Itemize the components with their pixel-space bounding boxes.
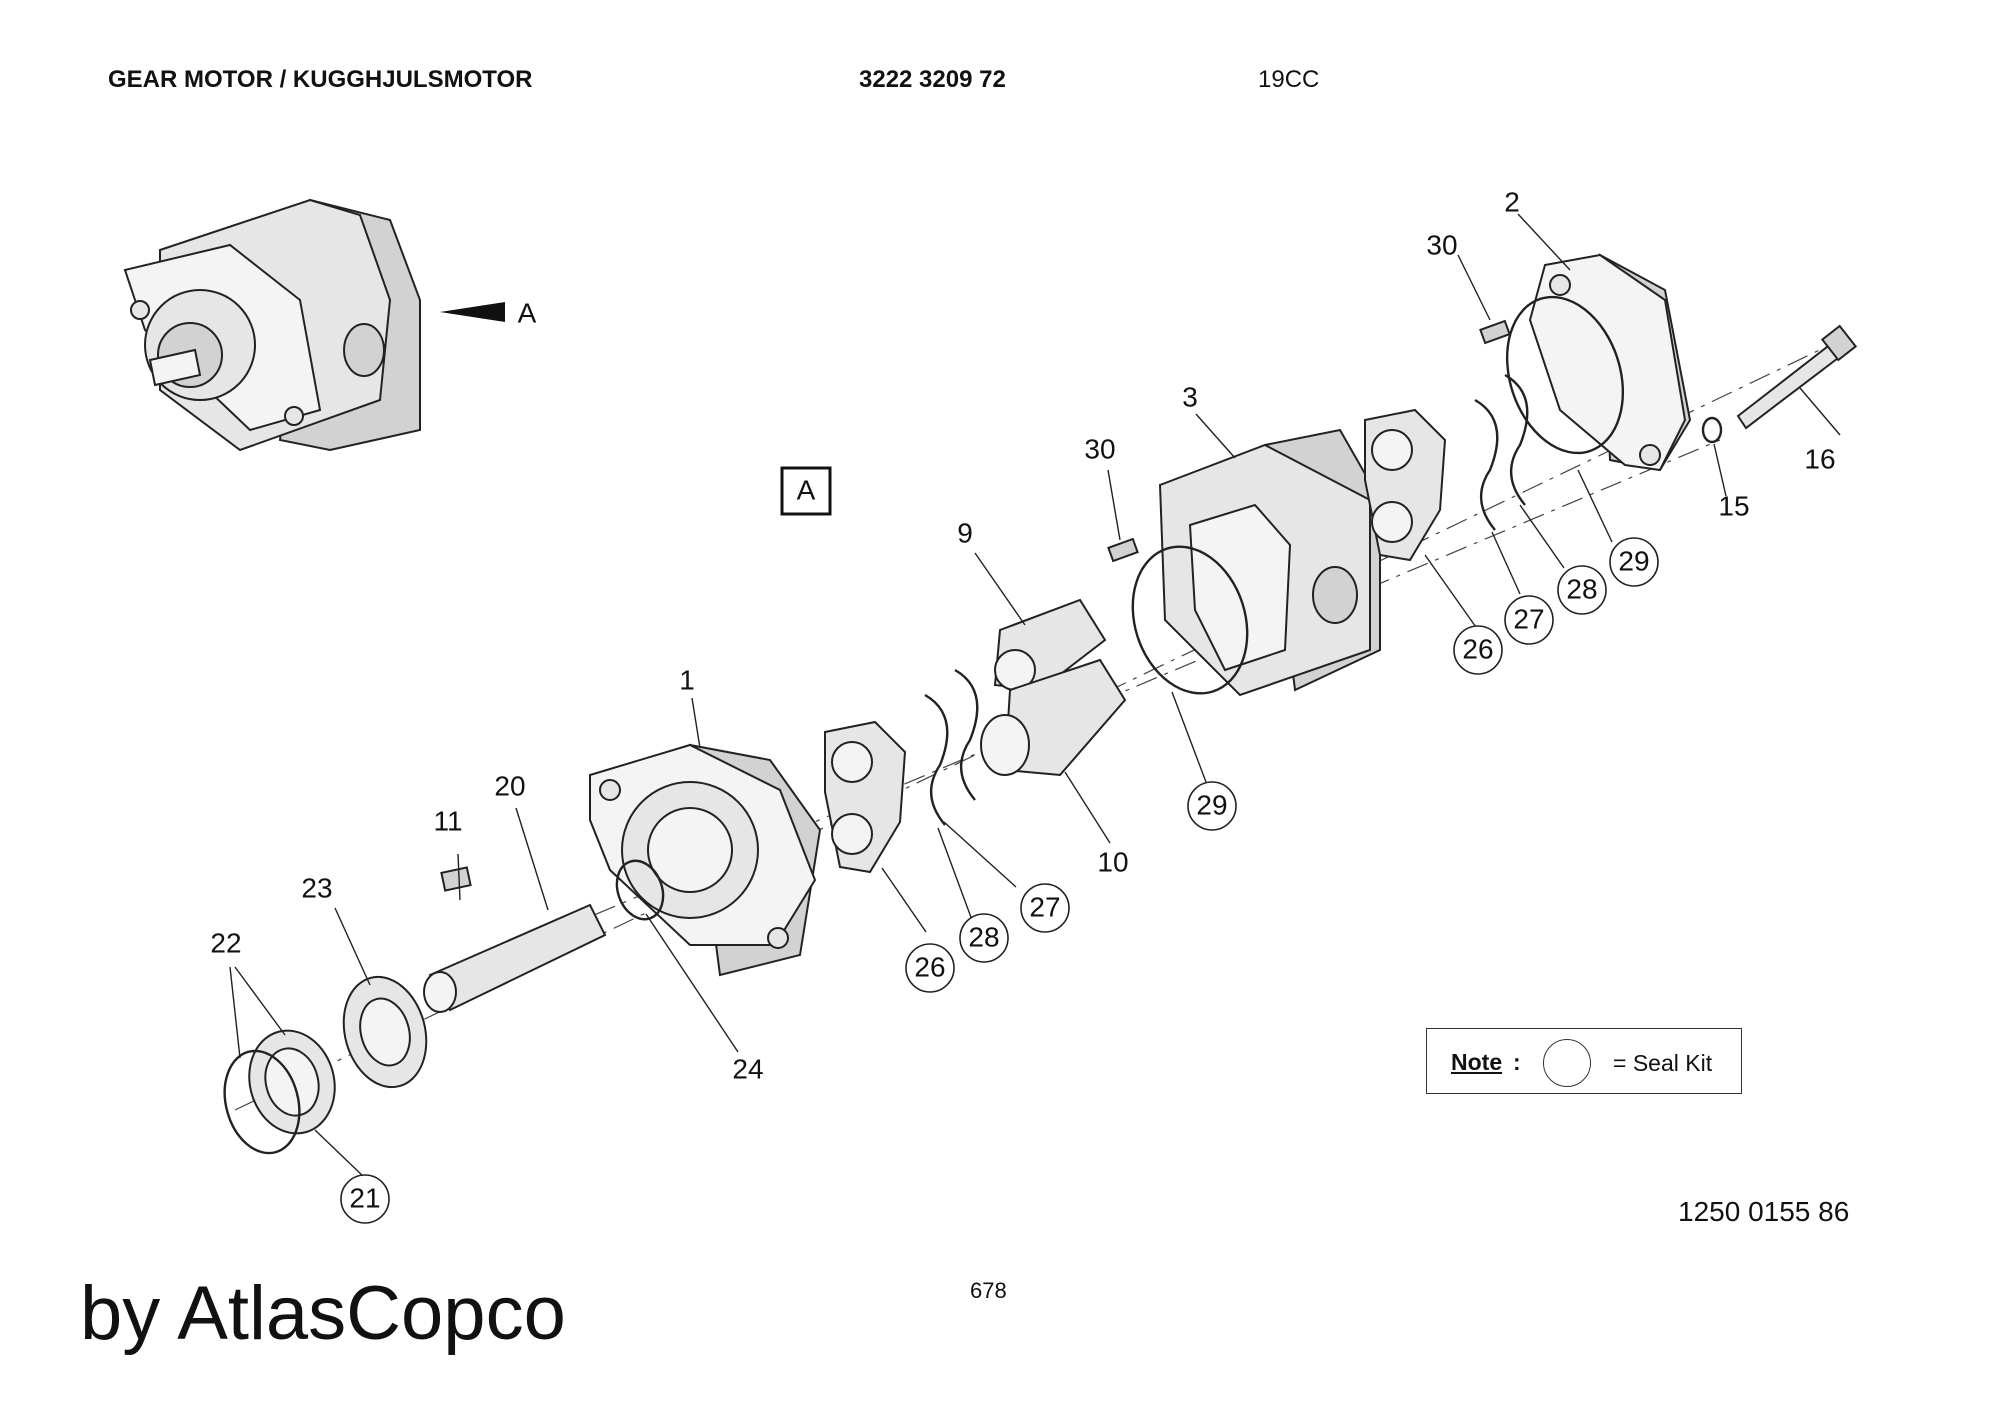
- dowel-pin-front: [1107, 537, 1139, 563]
- washer: [1701, 416, 1723, 444]
- callout-20: 20: [494, 770, 525, 801]
- callout-27-front: 27: [1029, 891, 1060, 922]
- bolt: [1736, 324, 1858, 430]
- callout-9: 9: [957, 517, 973, 548]
- bushing-block-rear: [1364, 408, 1447, 562]
- callout-1: 1: [679, 664, 695, 695]
- callout-26-front: 26: [914, 951, 945, 982]
- driven-gear: [980, 658, 1127, 777]
- callout-23: 23: [301, 872, 332, 903]
- callout-3: 3: [1182, 381, 1198, 412]
- variant-code: 19CC: [1258, 66, 1320, 93]
- seal-kit-circle: [959, 913, 1009, 963]
- view-box: [780, 466, 832, 516]
- bushing-block-front: [824, 720, 907, 874]
- document-number: 1250 0155 86: [1678, 1196, 1850, 1227]
- rear-cover: [1528, 253, 1692, 472]
- note-text: = Seal Kit: [1613, 1050, 1713, 1076]
- seal-27-rear: [1474, 398, 1499, 531]
- dowel-pin-rear: [1479, 319, 1511, 345]
- callout-30-rear: 30: [1426, 229, 1457, 260]
- drive-shaft: [423, 903, 607, 1013]
- page-number: 678: [970, 1278, 1007, 1303]
- shaft-key: [440, 866, 472, 892]
- callout-22: 22: [210, 927, 241, 958]
- callout-2: 2: [1504, 186, 1520, 217]
- seal-kit-circle: [1557, 565, 1607, 615]
- assembled-motor-view: [123, 198, 505, 452]
- callout-30-front: 30: [1084, 433, 1115, 464]
- seal-28-rear: [1504, 373, 1529, 506]
- view-box-label: A: [797, 474, 816, 505]
- seal-kit-circle: [1187, 781, 1237, 831]
- o-ring-rear: [1505, 295, 1625, 455]
- bearing: [342, 975, 428, 1089]
- brand-logo-text: by AtlasCopco: [80, 1271, 566, 1356]
- callout-16: 16: [1804, 443, 1835, 474]
- seal-kit-symbol: [1543, 1039, 1591, 1087]
- o-ring-front: [1131, 545, 1249, 695]
- part-number: 3222 3209 72: [859, 66, 1006, 93]
- seal-28-front: [954, 668, 979, 801]
- callout-21: 21: [349, 1182, 380, 1213]
- front-flange: [589, 743, 822, 977]
- callout-29-front: 29: [1196, 789, 1227, 820]
- callout-11: 11: [433, 805, 462, 836]
- seal-kit-note: Note : = Seal Kit: [1426, 1028, 1742, 1094]
- seal-kit-circle: [905, 943, 955, 993]
- circlip: [223, 1049, 301, 1155]
- callout-29-rear: 29: [1618, 545, 1649, 576]
- pump-body: [1158, 428, 1381, 697]
- seal-kit-circle: [1453, 625, 1503, 675]
- page-title: GEAR MOTOR / KUGGHJULSMOTOR: [108, 66, 533, 93]
- callout-10: 10: [1097, 846, 1128, 877]
- view-arrow-label: A: [518, 297, 537, 328]
- seal-kit-circle: [340, 1174, 390, 1224]
- callout-28-front: 28: [968, 921, 999, 952]
- seal-kit-circle: [1609, 537, 1659, 587]
- o-ring-24: [615, 859, 665, 921]
- callout-27-rear: 27: [1513, 603, 1544, 634]
- seal-27-front: [924, 693, 949, 826]
- callout-24: 24: [732, 1053, 763, 1084]
- seal-kit-circle: [1020, 883, 1070, 933]
- callout-28-rear: 28: [1566, 573, 1597, 604]
- note-colon: :: [1513, 1049, 1521, 1075]
- view-arrow: [440, 302, 505, 322]
- callout-26-rear: 26: [1462, 633, 1493, 664]
- note-label: Note: [1451, 1049, 1503, 1075]
- seal-kit-circle: [1504, 595, 1554, 645]
- callout-15: 15: [1718, 490, 1749, 521]
